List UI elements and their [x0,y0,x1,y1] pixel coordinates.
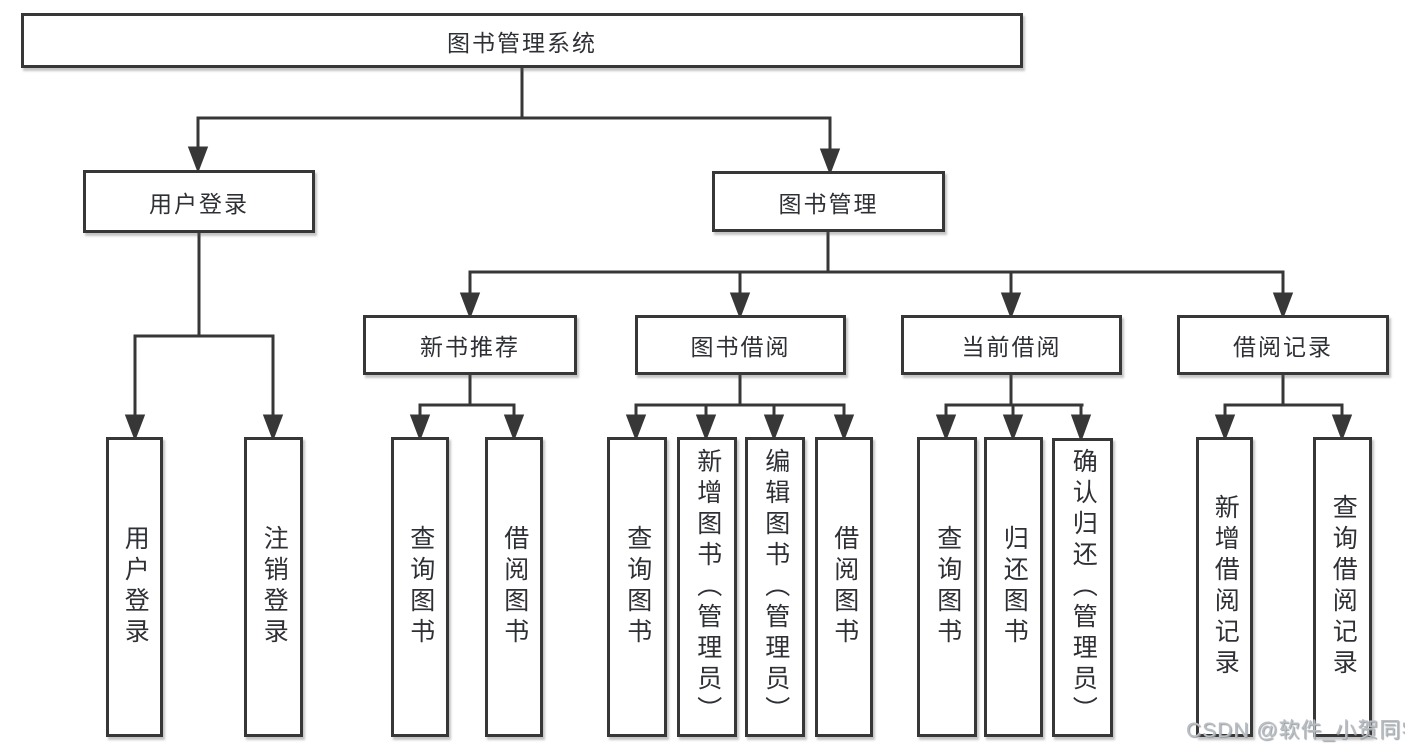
node-user-login-branch-label: 用户登录 [149,190,249,217]
node-book-borrow-label: 图书借阅 [690,334,791,360]
leaf-return-book: 归还图书 [984,437,1043,737]
leaf-user-login-label: 用户登录 [121,525,150,649]
leaf-borrow-book-2-label: 借阅图书 [830,525,859,649]
leaf-confirm-return-admin: 确认归还（管理员） [1052,438,1113,737]
root-branch-connector [187,68,841,176]
leaf-query-book-3: 查询图书 [917,437,977,737]
node-new-book-rec: 新书推荐 [363,315,577,375]
node-borrow-record-label: 借阅记录 [1233,334,1333,360]
leaf-query-book-1-label: 查询图书 [406,525,435,649]
node-book-manage-label: 图书管理 [778,190,879,217]
borrow-record-branch-connector [1214,375,1353,442]
leaf-borrow-book-1: 借阅图书 [485,437,543,737]
leaf-query-book-3-label: 查询图书 [933,525,962,649]
leaf-add-book-admin: 新增图书（管理员） [677,437,737,737]
leaf-edit-book-admin: 编辑图书（管理员） [745,437,805,737]
leaf-query-book-2: 查询图书 [607,437,667,737]
node-current-borrow-label: 当前借阅 [961,334,1062,360]
leaf-return-book-label: 归还图书 [1000,525,1029,649]
book-borrow-branch-connector [625,375,855,442]
user-login-branch-connector [124,233,284,442]
node-current-borrow: 当前借阅 [901,315,1122,375]
leaf-confirm-return-admin-label: 确认归还（管理员） [1069,448,1098,727]
leaf-add-borrow-record-label: 新增借阅记录 [1211,494,1240,680]
node-book-borrow: 图书借阅 [635,315,846,375]
node-new-book-rec-label: 新书推荐 [420,334,520,360]
leaf-query-borrow-record-label: 查询借阅记录 [1329,494,1358,680]
node-book-manage: 图书管理 [712,171,945,232]
leaf-logout: 注销登录 [244,437,303,737]
leaf-query-book-2-label: 查询图书 [623,525,652,649]
leaf-user-login: 用户登录 [106,437,163,737]
node-root-label: 图书管理系统 [447,29,597,56]
book-manage-branch-connector [459,232,1294,320]
leaf-add-book-admin-label: 新增图书（管理员） [693,447,722,727]
leaf-borrow-book-1-label: 借阅图书 [500,525,529,649]
node-borrow-record: 借阅记录 [1177,315,1389,375]
leaf-edit-book-admin-label: 编辑图书（管理员） [761,447,790,727]
leaf-add-borrow-record: 新增借阅记录 [1196,437,1253,737]
leaf-query-book-1: 查询图书 [391,437,449,737]
node-user-login-branch: 用户登录 [83,170,315,233]
new-book-rec-branch-connector [409,375,525,442]
csdn-watermark: CSDN @软件_小贺同学 [1186,719,1405,742]
current-borrow-branch-connector [935,375,1092,443]
node-root: 图书管理系统 [21,13,1023,68]
leaf-query-borrow-record: 查询借阅记录 [1313,437,1372,737]
leaf-logout-label: 注销登录 [260,525,289,649]
leaf-borrow-book-2: 借阅图书 [815,437,873,737]
